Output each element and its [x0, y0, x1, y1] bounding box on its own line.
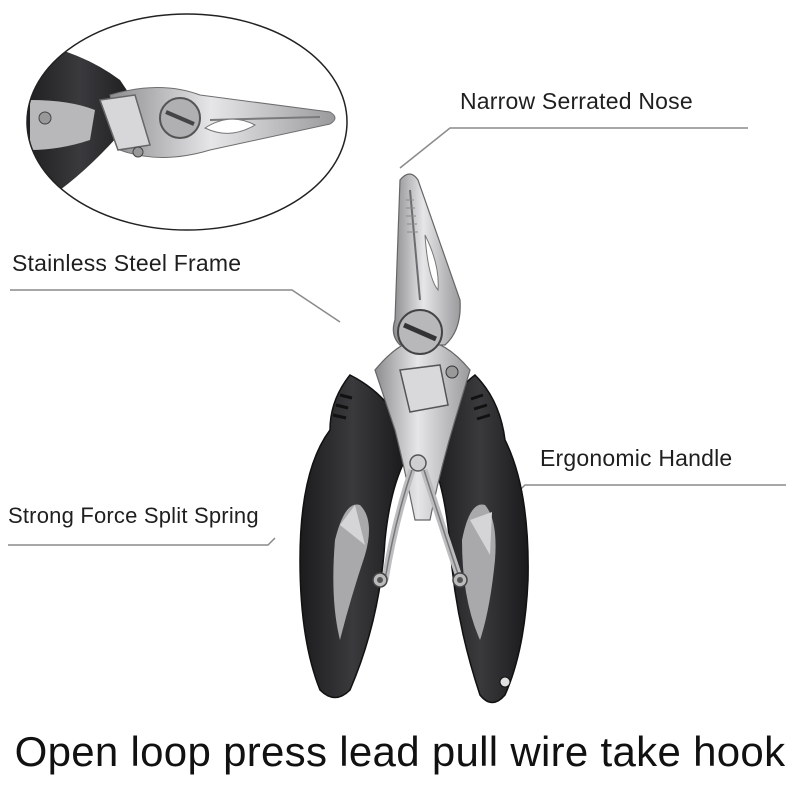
zoom-detail-inset [26, 13, 348, 231]
handle-callout-label: Ergonomic Handle [540, 445, 733, 471]
nose-callout-label: Narrow Serrated Nose [460, 88, 693, 114]
frame-callout-line [10, 289, 341, 323]
product-caption: Open loop press lead pull wire take hook [14, 728, 786, 775]
spring-callout-line [8, 537, 276, 546]
pliers-image [299, 173, 529, 704]
nose-callout-line [399, 127, 748, 169]
spring-callout-label: Strong Force Split Spring [8, 503, 259, 528]
frame-callout-label: Stainless Steel Frame [12, 250, 242, 276]
handle-callout-line [514, 484, 786, 496]
